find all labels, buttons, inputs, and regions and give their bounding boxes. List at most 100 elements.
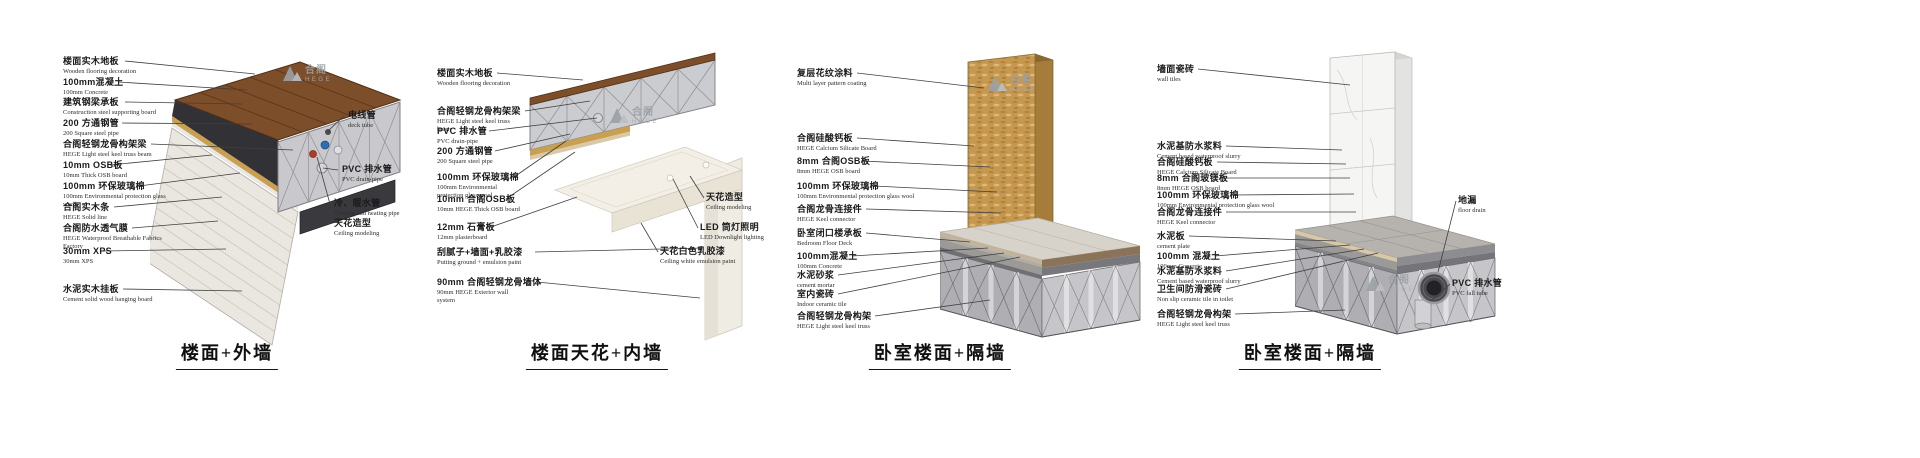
callout: 30mm XPS 30mm XPS (63, 246, 169, 266)
callout-zh-label: 地漏 (1458, 195, 1477, 205)
callout: 合阁防水透气膜 HEGE Waterproof Breathable Fabri… (63, 223, 169, 250)
callout-en-label: HEGE Waterproof Breathable Fabrics Facto… (63, 235, 162, 250)
callout: 冷、暖水管 Cooling and heating pipe (334, 198, 422, 218)
hege-watermark: 合阁 HEGE (988, 76, 1037, 93)
callout: PVC 排水管 PVC drain-pipe (342, 164, 430, 184)
callout-en-label: HEGE Keel connector (797, 216, 856, 223)
callout-en-label: 12mm plasterboard (437, 234, 488, 241)
callout: 建筑钢梁承板 Construction steel supporting boa… (63, 97, 169, 117)
pvc-fall-tube-icon (1414, 299, 1432, 327)
callout-zh-label: 100mm 环保玻璃棉 (1157, 190, 1239, 200)
callout-zh-label: 卫生间防滑瓷砖 (1157, 284, 1223, 294)
callout-en-label: 100mm Environmental protection glass woo… (63, 193, 166, 208)
callout-en-label: Putting ground + emulsion paint (437, 259, 522, 266)
callout-zh-label: 楼面实木地板 (63, 56, 119, 66)
callout-zh-label: 水泥基防水浆料 (1157, 266, 1223, 276)
callout-zh-label: 复层花纹涂料 (797, 68, 853, 78)
callout-zh-label: 天花造型 (334, 218, 372, 228)
pvc-drain-pipe-icon (316, 162, 328, 174)
callout: 天花造型 Ceiling modeling (334, 218, 422, 238)
watermark-en: HEGE (632, 119, 660, 125)
callout-en-label: 100mm Concrete (63, 89, 108, 96)
callout: 200 方通钢管 200 Square steel pipe (437, 146, 525, 166)
callout: 合阁轻钢龙骨构架梁 HEGE Light steel keel truss be… (63, 139, 169, 159)
callout-en-label: floor drain (1458, 207, 1486, 214)
callout-zh-label: 水泥砂浆 (797, 270, 835, 280)
hege-logo-icon (988, 76, 1007, 91)
callout-zh-label: 合阁龙骨连接件 (797, 204, 863, 214)
callout-en-label: 100mm Environmental protection glass woo… (1157, 202, 1275, 209)
hege-watermark: 合阁 HEGE (283, 66, 332, 83)
watermark-en: HEGE (305, 77, 333, 83)
callout-zh-label: PVC 排水管 (1452, 278, 1503, 288)
callout: 100mm混凝土 100mm Concrete (63, 77, 169, 97)
callout-en-label: deck tube (348, 122, 374, 129)
callout: 12mm 石膏板 12mm plasterboard (437, 222, 525, 242)
callout: 室内瓷砖 Indoor ceramic tile (797, 289, 962, 309)
callout-en-label: PVC fall tube (1452, 290, 1488, 297)
callout: 水泥板 cement plate (1157, 231, 1322, 251)
callout-zh-label: 水泥基防水浆料 (1157, 141, 1223, 151)
callout: 100mm 混凝土 100mm Concrete (1157, 251, 1322, 271)
callout: 水泥砂浆 cement mortar (797, 270, 962, 290)
callout-en-label: 10mm HEGE Thick OSB board (437, 206, 520, 213)
interior-wall (704, 157, 743, 341)
callout: LED 筒灯照明 LED Downlight lighting (700, 222, 788, 242)
callout-en-label: Cement solid wood hanging board (63, 296, 153, 303)
callout-en-label: Multi layer pattern coating (797, 80, 867, 87)
callout: PVC 排水管 PVC fall tube (1452, 278, 1540, 298)
callout: 复层花纹涂料 Multi layer pattern coating (797, 68, 962, 88)
callout: PVC 排水管 PVC drain-pipe (437, 126, 525, 146)
callout-zh-label: 室内瓷砖 (797, 289, 835, 299)
callout-en-label: 8mm HEGE OSB board (1157, 185, 1221, 192)
callout-zh-label: 楼面实木地板 (437, 68, 493, 78)
callout-en-label: Non slip ceramic tile in toilet (1157, 296, 1233, 303)
callout: 水泥实木挂板 Cement solid wood hanging board (63, 284, 169, 304)
callout: 200 方通钢管 200 Square steel pipe (63, 118, 169, 138)
callout-zh-label: 合阁龙骨连接件 (1157, 207, 1223, 217)
callout-zh-label: 100mm 环保玻璃棉 (63, 181, 145, 191)
callout-en-label: Cement based waterproof slurry (1157, 278, 1241, 285)
callout-zh-label: LED 筒灯照明 (700, 222, 759, 232)
callout-zh-label: 合阁轻钢龙骨构架梁 (63, 139, 147, 149)
callout-zh-label: 合阁硅酸钙板 (1157, 157, 1213, 167)
watermark-zh: 合阁 (1010, 75, 1032, 86)
watermark-zh: 合阁 (1388, 275, 1410, 286)
callout-en-label: 100mm Environmental protection glass woo… (437, 184, 498, 199)
electric-conduit-icon (325, 129, 331, 135)
hege-watermark: 合阁 HEGE (610, 108, 659, 125)
callout: 电线管 deck tube (348, 110, 436, 130)
callout: 10mm 合阁OSB板 10mm HEGE Thick OSB board (437, 194, 525, 214)
callout: 8mm 合阁OSB板 8mm HEGE OSB board (797, 156, 962, 176)
callout-zh-label: 90mm 合阁轻钢龙骨墙体 (437, 277, 542, 287)
callout: 100mm 环保玻璃棉 100mm Environmental protecti… (797, 181, 962, 201)
watermark-zh: 合阁 (632, 107, 654, 118)
callout-en-label: HEGE Calcium Silicate Board (797, 145, 877, 152)
callout: 合阁实木条 HEGE Solid line (63, 202, 169, 222)
callout: 卧室闭口楼承板 Bedroom Floor Deck (797, 228, 962, 248)
callout-en-label: 100mm Environmental protection glass woo… (797, 193, 915, 200)
callout: 合阁龙骨连接件 HEGE Keel connector (797, 204, 962, 224)
callout-zh-label: 电线管 (348, 110, 376, 120)
callout-zh-label: 100mm 环保玻璃棉 (797, 181, 879, 191)
callout-zh-label: 墙面瓷砖 (1157, 64, 1195, 74)
hege-watermark: 合阁 HEGE (1366, 276, 1415, 293)
callout: 合阁硅酸钙板 HEGE Calcium Silicate Board (797, 133, 962, 153)
callout-zh-label: 合阁轻钢龙骨构架 (1157, 309, 1232, 319)
callout-zh-label: PVC 排水管 (437, 126, 488, 136)
callout: 楼面实木地板 Wooden flooring decoration (437, 68, 525, 88)
callout: 天花白色乳胶漆 Ceiling white emulsion paint (660, 246, 748, 266)
callout-en-label: HEGE Light steel keel truss beam (437, 118, 510, 133)
callout: 合阁轻钢龙骨构架 HEGE Light steel keel truss (797, 311, 962, 331)
callout-en-label: 100mm Concrete (1157, 263, 1202, 270)
callout: 合阁硅酸钙板 HEGE Calcium Silicate Board (1157, 157, 1322, 177)
callout-en-label: HEGE Light steel keel truss (797, 323, 870, 330)
callout-zh-label: PVC 排水管 (342, 164, 393, 174)
callout: 90mm 合阁轻钢龙骨墙体 90mm HEGE Exterior wall sy… (437, 277, 542, 304)
callout: 10mm OSB板 10mm Thick OSB board (63, 160, 169, 180)
callout: 卫生间防滑瓷砖 Non slip ceramic tile in toilet (1157, 284, 1322, 304)
callout: 100mm 环保玻璃棉 100mm Environmental protecti… (437, 172, 525, 199)
callout: 8mm 合阁玻镁板 8mm HEGE OSB board (1157, 173, 1322, 193)
callout-zh-label: 100mm 混凝土 (1157, 251, 1221, 261)
